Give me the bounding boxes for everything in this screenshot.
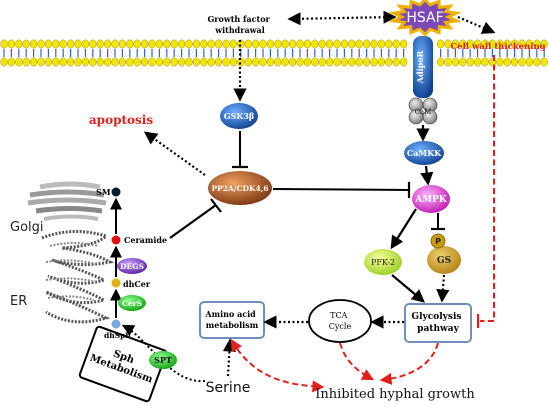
cell-wall-thickening-label: Cell wall thickening <box>450 42 545 52</box>
svg-text:GS: GS <box>437 256 451 266</box>
dhsph-node <box>111 319 121 329</box>
svg-text:SPT: SPT <box>154 355 172 365</box>
svg-text:GSK3β: GSK3β <box>224 111 254 121</box>
pp2a-node: PP2A/CDK4,6 <box>208 171 272 205</box>
growth-factor-label: Growth factor withdrawal <box>207 14 272 35</box>
cers-node: CerS <box>118 295 146 311</box>
receptor-hub-icon: CaM <box>408 97 438 125</box>
degs-node: DEGS <box>117 258 147 274</box>
hsaf-node: HSAF <box>388 0 462 37</box>
gsk3b-node: GSK3β <box>220 103 258 129</box>
hsaf-to-gfw-arrow <box>287 10 397 26</box>
er-label: ER <box>10 294 27 309</box>
cell-membrane <box>0 39 548 67</box>
svg-text:CaMKK: CaMKK <box>407 148 442 158</box>
adipor-receptor: AdipoR <box>413 36 433 98</box>
pfk2-node: PFK-2 <box>364 249 402 275</box>
amino-acid-box: Amino acid metabolism <box>199 301 265 339</box>
apoptosis-label: apoptosis <box>89 113 153 127</box>
svg-text:CerS: CerS <box>122 299 142 308</box>
inhibited-growth-label: Inhibited hyphal growth <box>315 387 475 402</box>
spt-node: SPT <box>149 351 177 369</box>
ceramide-label: Ceramide <box>124 235 167 245</box>
golgi-label: Golgi <box>10 220 44 235</box>
hsaf-to-cell-wall-arrow <box>457 15 496 34</box>
gs-node: GS P <box>427 233 461 274</box>
dhcer-label: dhCer <box>123 279 151 289</box>
receptor-hub-label: CaM <box>415 108 432 116</box>
ceramide-node <box>111 235 121 245</box>
svg-text:P: P <box>435 237 441 246</box>
dhsph-label: dhSph <box>104 331 131 340</box>
tca-cycle-node: TCA Cycle <box>308 299 372 343</box>
pathway-arrows <box>110 10 496 393</box>
pp2a-to-apoptosis-arrow <box>143 131 206 176</box>
svg-text:PFK-2: PFK-2 <box>371 258 395 267</box>
svg-text:Glycolysis pathway: Glycolysis pathway <box>411 312 464 334</box>
svg-text:PP2A/CDK4,6: PP2A/CDK4,6 <box>211 184 268 193</box>
glycolysis-box: Glycolysis pathway <box>404 303 472 343</box>
dhcer-node <box>111 278 121 288</box>
ampk-node: AMPK <box>412 185 450 213</box>
hsaf-label: HSAF <box>406 10 443 26</box>
phospho-icon <box>430 233 446 249</box>
camkk-node: CaMKK <box>404 141 444 165</box>
adipor-label: AdipoR <box>415 50 425 84</box>
svg-text:DEGS: DEGS <box>120 262 144 271</box>
golgi-apparatus <box>27 181 107 221</box>
serine-label: Serine <box>206 380 251 396</box>
svg-text:Amino acid metabolism: Amino acid metabolism <box>204 309 258 330</box>
sm-node <box>111 187 121 197</box>
ceramide-inhibit-pp2a-bar <box>210 198 222 213</box>
sm-label: SM <box>96 187 111 197</box>
svg-text:TCA Cycle: TCA Cycle <box>329 311 352 331</box>
endoplasmic-reticulum <box>41 229 115 324</box>
sph-metabolism-box: Sph Metabolism <box>78 325 168 403</box>
svg-text:AMPK: AMPK <box>414 195 448 205</box>
